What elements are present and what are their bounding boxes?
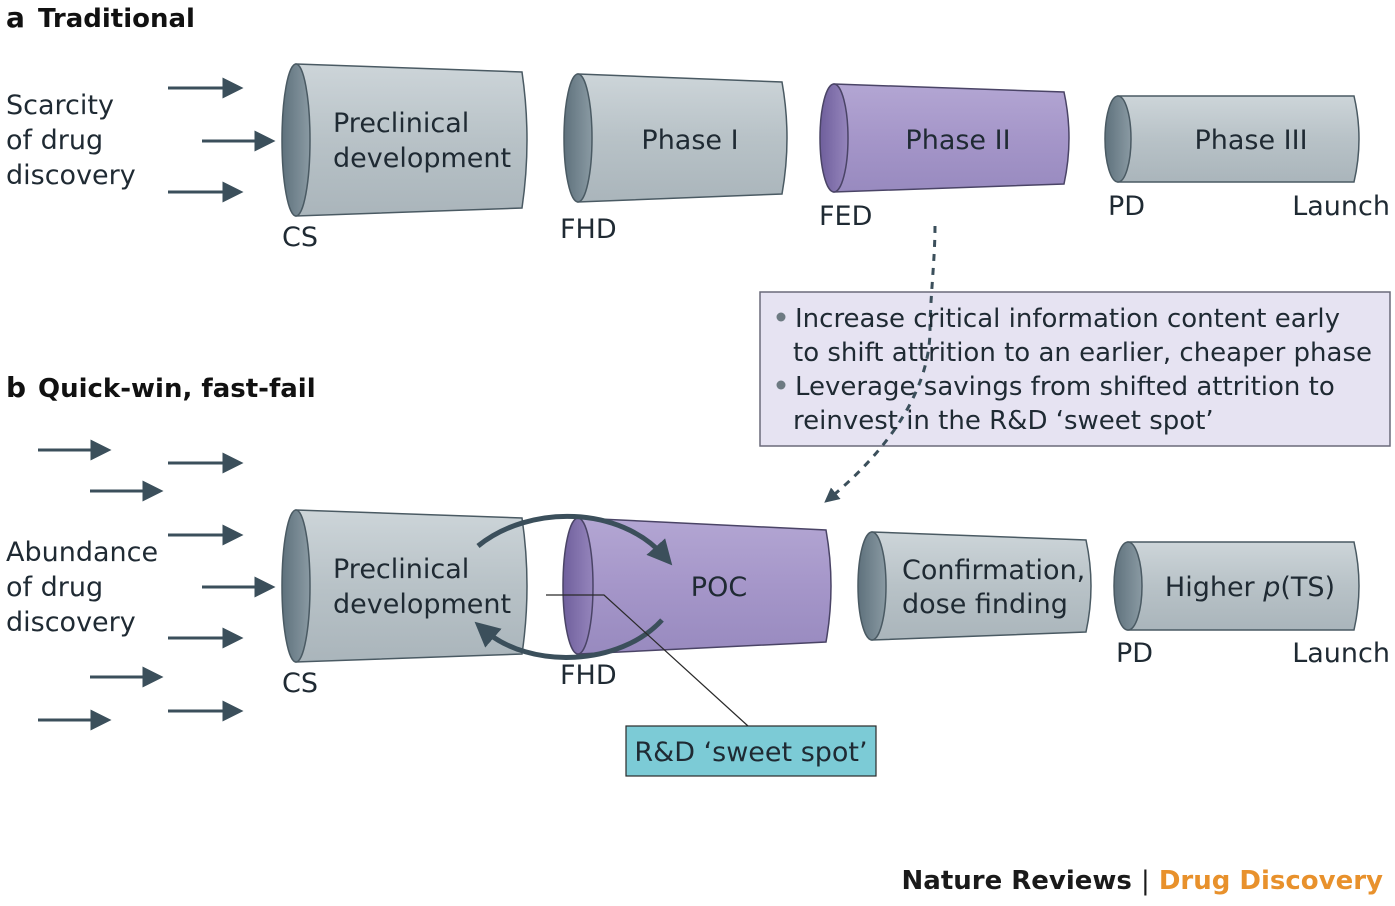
svg-text:Abundance: Abundance <box>6 537 158 568</box>
svg-text:Phase III: Phase III <box>1194 125 1307 156</box>
svg-text:dose finding: dose finding <box>902 589 1068 620</box>
stage-phase-1-a: Phase I <box>563 73 788 203</box>
journal-credit: Nature Reviews | Drug Discovery <box>902 866 1383 896</box>
callout-box <box>759 291 1391 447</box>
credit-journal: Nature Reviews <box>901 866 1132 896</box>
stage-phase-3-a: Phase III <box>1104 95 1360 183</box>
svg-text:Preclinical: Preclinical <box>333 554 469 585</box>
svg-text:development: development <box>333 143 511 174</box>
svg-text:Leverage savings from shifted: Leverage savings from shifted attrition … <box>795 372 1335 402</box>
panel-a-letter: a <box>6 1 25 34</box>
stage-higher-pts-b: Higher p(TS) <box>1113 541 1360 631</box>
dashed-connector-arrow <box>824 225 937 503</box>
milestone-pd-b: PD <box>1116 638 1153 669</box>
svg-text:Higher p(TS): Higher p(TS) <box>1165 572 1335 603</box>
credit-section: Drug Discovery <box>1158 866 1383 896</box>
bullet-dot <box>776 380 786 390</box>
milestone-launch-b: Launch <box>1292 638 1390 669</box>
stage-poc-b: POC <box>562 517 832 655</box>
milestone-cs-b: CS <box>282 668 318 699</box>
svg-text:Confirmation,: Confirmation, <box>902 555 1085 586</box>
sweet-spot-label: R&D ‘sweet spot’ <box>634 737 867 768</box>
sweet-spot-leader-line <box>546 594 749 727</box>
stage-preclinical-b: Preclinical development <box>281 509 528 663</box>
panel-a-input-arrows <box>168 77 276 203</box>
svg-text:of drug: of drug <box>6 572 103 603</box>
svg-text:Increase critical information: Increase critical information content ea… <box>795 304 1340 334</box>
svg-text:Phase I: Phase I <box>641 125 738 156</box>
panel-b-letter: b <box>6 371 26 404</box>
milestone-fhd-b: FHD <box>560 660 617 691</box>
iteration-cycle-arrows <box>474 513 673 660</box>
stage-phase-2-a: Phase II <box>819 83 1070 193</box>
panel-b-input-arrows <box>38 439 276 731</box>
milestone-fed-a: FED <box>819 201 872 232</box>
panel-b-input-label: Abundance of drug discovery <box>6 537 158 638</box>
stage-confirmation-b: Confirmation, dose finding <box>857 531 1092 641</box>
callout-bullets: Increase critical information content ea… <box>776 304 1372 436</box>
sweet-spot-box <box>625 725 877 777</box>
svg-text:to shift attrition to an earli: to shift attrition to an earlier, cheape… <box>793 338 1372 368</box>
milestone-pd-a: PD <box>1108 191 1145 222</box>
milestone-cs-a: CS <box>282 222 318 253</box>
svg-text:Phase II: Phase II <box>905 125 1010 156</box>
panel-a-input-label: Scarcity of drug discovery <box>6 90 136 191</box>
panel-a-title: Traditional <box>38 4 195 34</box>
milestone-fhd-a: FHD <box>560 214 617 245</box>
panel-b-title: Quick-win, fast-fail <box>38 374 316 404</box>
svg-text:POC: POC <box>691 572 747 603</box>
svg-text:Scarcity: Scarcity <box>6 90 114 121</box>
svg-text:of drug: of drug <box>6 125 103 156</box>
svg-text:discovery: discovery <box>6 607 136 638</box>
stage-preclinical-a: Preclinical development <box>281 63 528 217</box>
svg-text:discovery: discovery <box>6 160 136 191</box>
svg-text:reinvest in the R&D ‘sweet spo: reinvest in the R&D ‘sweet spot’ <box>793 406 1214 436</box>
svg-text:Preclinical: Preclinical <box>333 108 469 139</box>
bullet-dot <box>776 312 786 322</box>
svg-text:development: development <box>333 589 511 620</box>
credit-separator: | <box>1140 866 1150 896</box>
milestone-launch-a: Launch <box>1292 191 1390 222</box>
